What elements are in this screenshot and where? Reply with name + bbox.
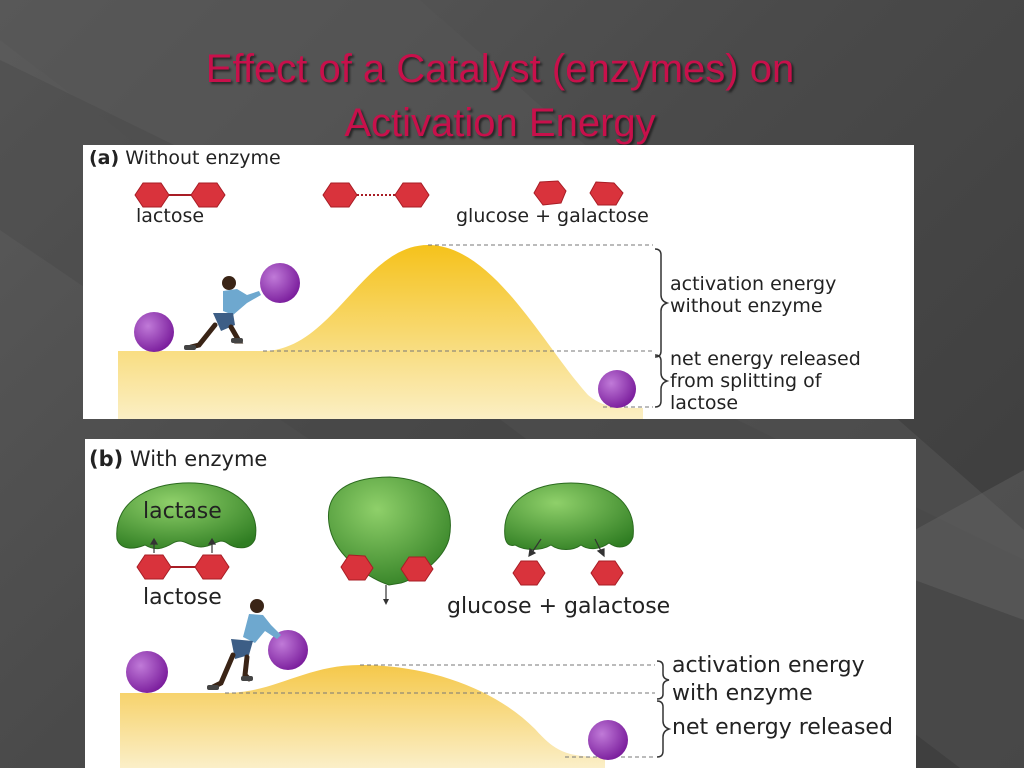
ball-end-b [588, 720, 628, 760]
panel-a-illustration [118, 180, 670, 419]
panel-a-activation-line-2: without enzyme [670, 295, 823, 317]
panel-b-lactose-label: lactose [143, 585, 222, 610]
ball-pushed-b [268, 630, 308, 670]
panel-with-enzyme: (b) With enzyme lactase lactose glucose … [85, 439, 916, 768]
title-line-1: Effect of a Catalyst (enzymes) on [205, 47, 795, 91]
glucose-galactose-molecules-b [512, 560, 624, 586]
ball-end [598, 370, 636, 408]
person-pushing-icon [184, 276, 261, 350]
panel-b-activation-label: activation energy with enzyme [672, 652, 865, 708]
enzyme-substrate-complex-icon [328, 476, 451, 605]
enzyme-releasing-icon [504, 482, 634, 550]
energy-hill-with-enzyme [120, 665, 605, 768]
panel-a-letter: (a) [89, 147, 120, 169]
release-arrows [528, 538, 605, 558]
slide-title: Effect of a Catalyst (enzymes) on Activa… [130, 42, 870, 150]
energy-hill-without-enzyme [118, 245, 643, 419]
panel-a-net-line-1: net energy released [670, 348, 861, 370]
brace-activation-b [656, 660, 670, 700]
lactase-enzyme-icon [116, 482, 257, 550]
title-line-2: Activation Energy [344, 101, 656, 145]
lactose-molecule [134, 182, 226, 208]
brace-activation [654, 248, 670, 358]
panel-a-net-line-2: from splitting of [670, 370, 822, 392]
binding-arrows [149, 537, 217, 553]
brace-net-b [656, 700, 672, 758]
panel-b-enzyme-label: lactase [143, 499, 222, 524]
ball-start [134, 312, 174, 352]
panel-a-net-line-3: lactose [670, 392, 739, 414]
glucose-galactose-molecules [533, 180, 624, 206]
panel-b-illustration [116, 476, 672, 768]
brace-net [654, 354, 670, 408]
ball-start-b [126, 651, 168, 693]
breaking-molecule [322, 182, 430, 208]
panel-a-heading: Without enzyme [125, 147, 281, 169]
person-pushing-icon-b [207, 599, 281, 690]
panel-a-lactose-label: lactose [136, 205, 205, 227]
panel-a-activation-line-1: activation energy [670, 273, 837, 295]
panel-a-products-label: glucose + galactose [456, 205, 649, 227]
panel-b-activation-line-2: with enzyme [672, 681, 813, 706]
panel-b-net-label: net energy released [672, 715, 893, 740]
panel-without-enzyme: (a) Without enzyme lactose glucose + gal… [83, 145, 914, 419]
panel-a-activation-label: activation energy without enzyme [670, 273, 836, 317]
panel-a-net-label: net energy released from splitting of la… [670, 348, 861, 414]
panel-b-heading: With enzyme [129, 447, 268, 471]
ball-pushed [260, 263, 300, 303]
panel-b-products-label: glucose + galactose [447, 594, 671, 619]
lactose-molecule-b [136, 554, 230, 580]
panel-b-activation-line-1: activation energy [672, 653, 865, 678]
panel-b-letter: (b) [89, 447, 124, 471]
